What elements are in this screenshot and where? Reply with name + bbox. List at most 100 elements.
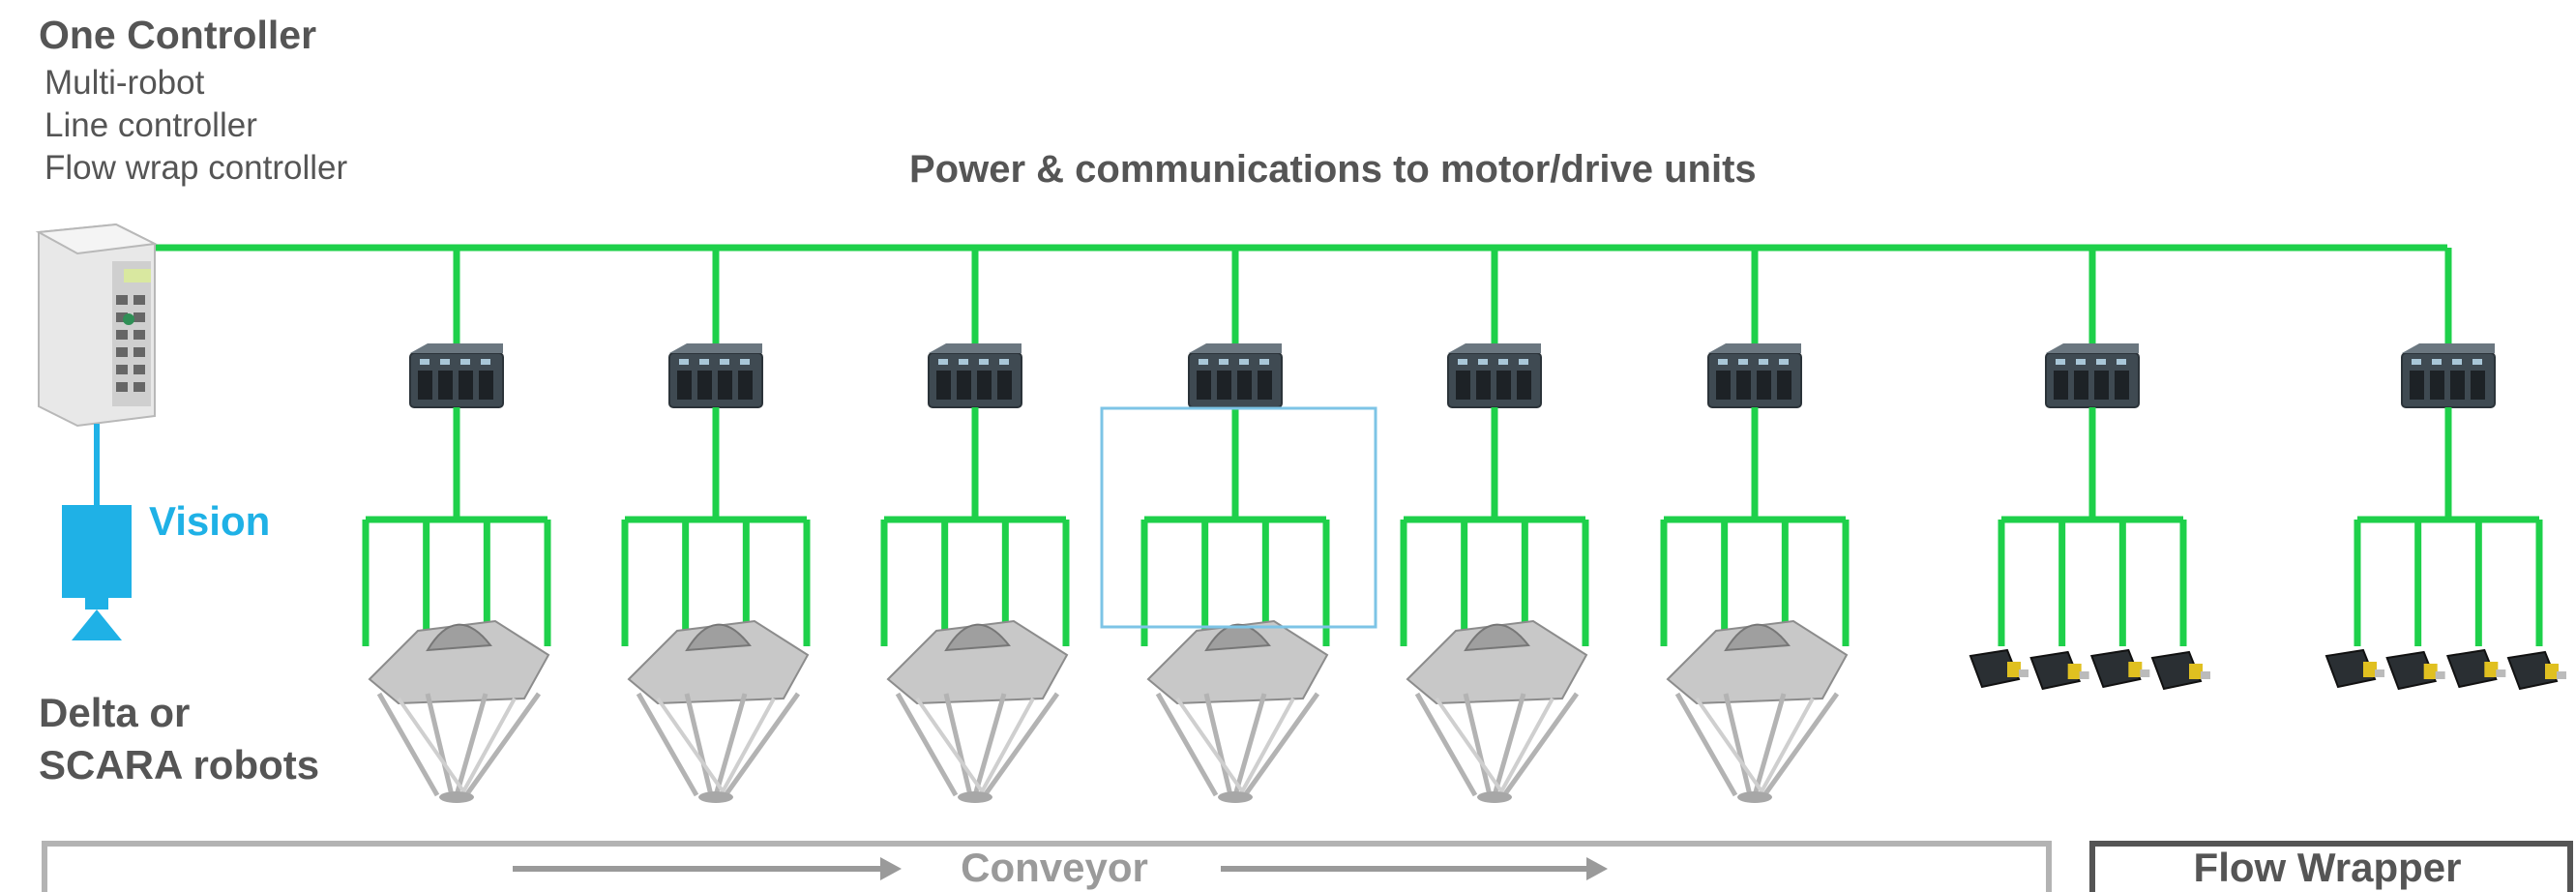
robots-label-line2: SCARA robots [39,742,320,788]
drive-hub-top [929,343,1022,353]
controller-role-multi-robot: Multi-robot [44,64,205,102]
delta-robot-effector [1737,791,1772,803]
drive-hub-led [1718,359,1728,365]
controller-port [116,382,128,392]
drive-hub-connector [479,371,493,400]
controller-port [133,312,145,322]
drive-hub-led [938,359,948,365]
delta-robot [1406,619,1588,803]
drive-hub-led [460,359,470,365]
servo-motor-body [2324,648,2377,689]
delta-robot-arm [1414,692,1478,797]
drive-hub-connector [997,371,1012,400]
flow-wrapper-label: Flow Wrapper [2193,845,2462,890]
servo-motor-body [2029,650,2082,691]
drive-hub-led [740,359,750,365]
drive-hub-led [2452,359,2462,365]
delta-robot-arm [1463,693,1493,796]
drive-hub-connector [738,371,753,400]
drive-hub-connector [1217,371,1231,400]
servo-motor-label [2007,662,2021,677]
conveyor-label: Conveyor [961,845,1148,890]
delta-robot-arm [1758,698,1815,796]
drive-hub-top [669,343,762,353]
delta-robot [1666,619,1849,803]
servo-motor-label [2545,664,2559,679]
delta-robot-arm [943,693,973,796]
drive-hub-connector [2115,371,2129,400]
servo-motor-body [2506,650,2559,691]
drive-hub-connector [459,371,473,400]
delta-robot [627,619,810,803]
vision-camera-lens [72,610,122,640]
drive-hub-led [2056,359,2065,365]
drive-hub-top [2046,343,2139,353]
servo-motor-label [2363,662,2377,677]
delta-robot-arm [982,692,1060,797]
controller-port [133,365,145,374]
flow-wrapper-outline [2089,841,2573,892]
servo-motor-body [2089,648,2142,689]
delta-robot-base [1406,619,1588,705]
drive-hub [1188,343,1283,408]
servo-motor-shaft [2435,671,2445,679]
conveyor-arrow-right-head [1586,857,1608,880]
drive-hub-connector [1777,371,1791,400]
servo-motor [2445,648,2506,689]
drive-hub [1447,343,1542,408]
delta-robot-motor-housing [426,623,492,652]
delta-robot-arm [397,697,468,797]
drive-hub-led [2096,359,2106,365]
servo-motor-body [2445,648,2498,689]
servo-motor-shaft [2140,669,2150,677]
delta-robot-arm [1723,693,1753,796]
delta-robot-arm [1238,698,1295,796]
delta-robot-effector [1477,791,1512,803]
delta-robot-arm [1155,692,1219,797]
delta-robot-arm [1501,692,1580,797]
drive-hub-led [1738,359,1748,365]
delta-robot-effector [439,791,474,803]
drive-hub-connector [697,371,712,400]
delta-robot-arm [1435,697,1506,797]
drive-hub-led [2472,359,2482,365]
servo-motor-body [2385,650,2438,691]
servo-motor-label [2189,664,2203,679]
servo-motor-label [2128,662,2143,677]
delta-robot-arm [684,693,714,796]
diagram-title: One Controller [39,13,317,57]
delta-robot-motor-housing [685,623,752,652]
delta-robot-effector [1218,791,1253,803]
delta-robot-arm [1752,693,1787,796]
drive-hub-led [1199,359,1208,365]
delta-robot-arm [1497,698,1554,796]
drive-hub-connector [2410,371,2424,400]
delta-robot-arm [713,693,748,796]
drive-hub-connector [1476,371,1491,400]
drive-hub-led [1219,359,1229,365]
controller-role-line-controller: Line controller [44,106,257,144]
delta-robot-arm [1242,692,1320,797]
drive-hub-led [2117,359,2126,365]
drive-hub-top [1189,343,1282,353]
drive-hub [1707,343,1802,408]
drive-hub-connector [1736,371,1751,400]
drive-hub [668,343,763,408]
delta-robot-arm [895,692,959,797]
controller-unit [35,223,159,428]
controller-port [133,295,145,305]
servo-motor-shaft [2019,669,2028,677]
delta-robot-effector [958,791,992,803]
drive-hub-led [979,359,989,365]
controller-role-flow-wrap: Flow wrap controller [44,149,348,187]
servo-motor [2150,650,2210,691]
drive-hub-connector [1716,371,1731,400]
drive-hub-connector [1496,371,1511,400]
delta-robot [368,619,550,803]
drive-hub-led [2076,359,2086,365]
drive-hub-led [481,359,490,365]
drive-hub-top [1448,343,1541,353]
servo-motor-body [2150,650,2203,691]
delta-robot-arm [978,698,1035,796]
controller-port [133,347,145,357]
